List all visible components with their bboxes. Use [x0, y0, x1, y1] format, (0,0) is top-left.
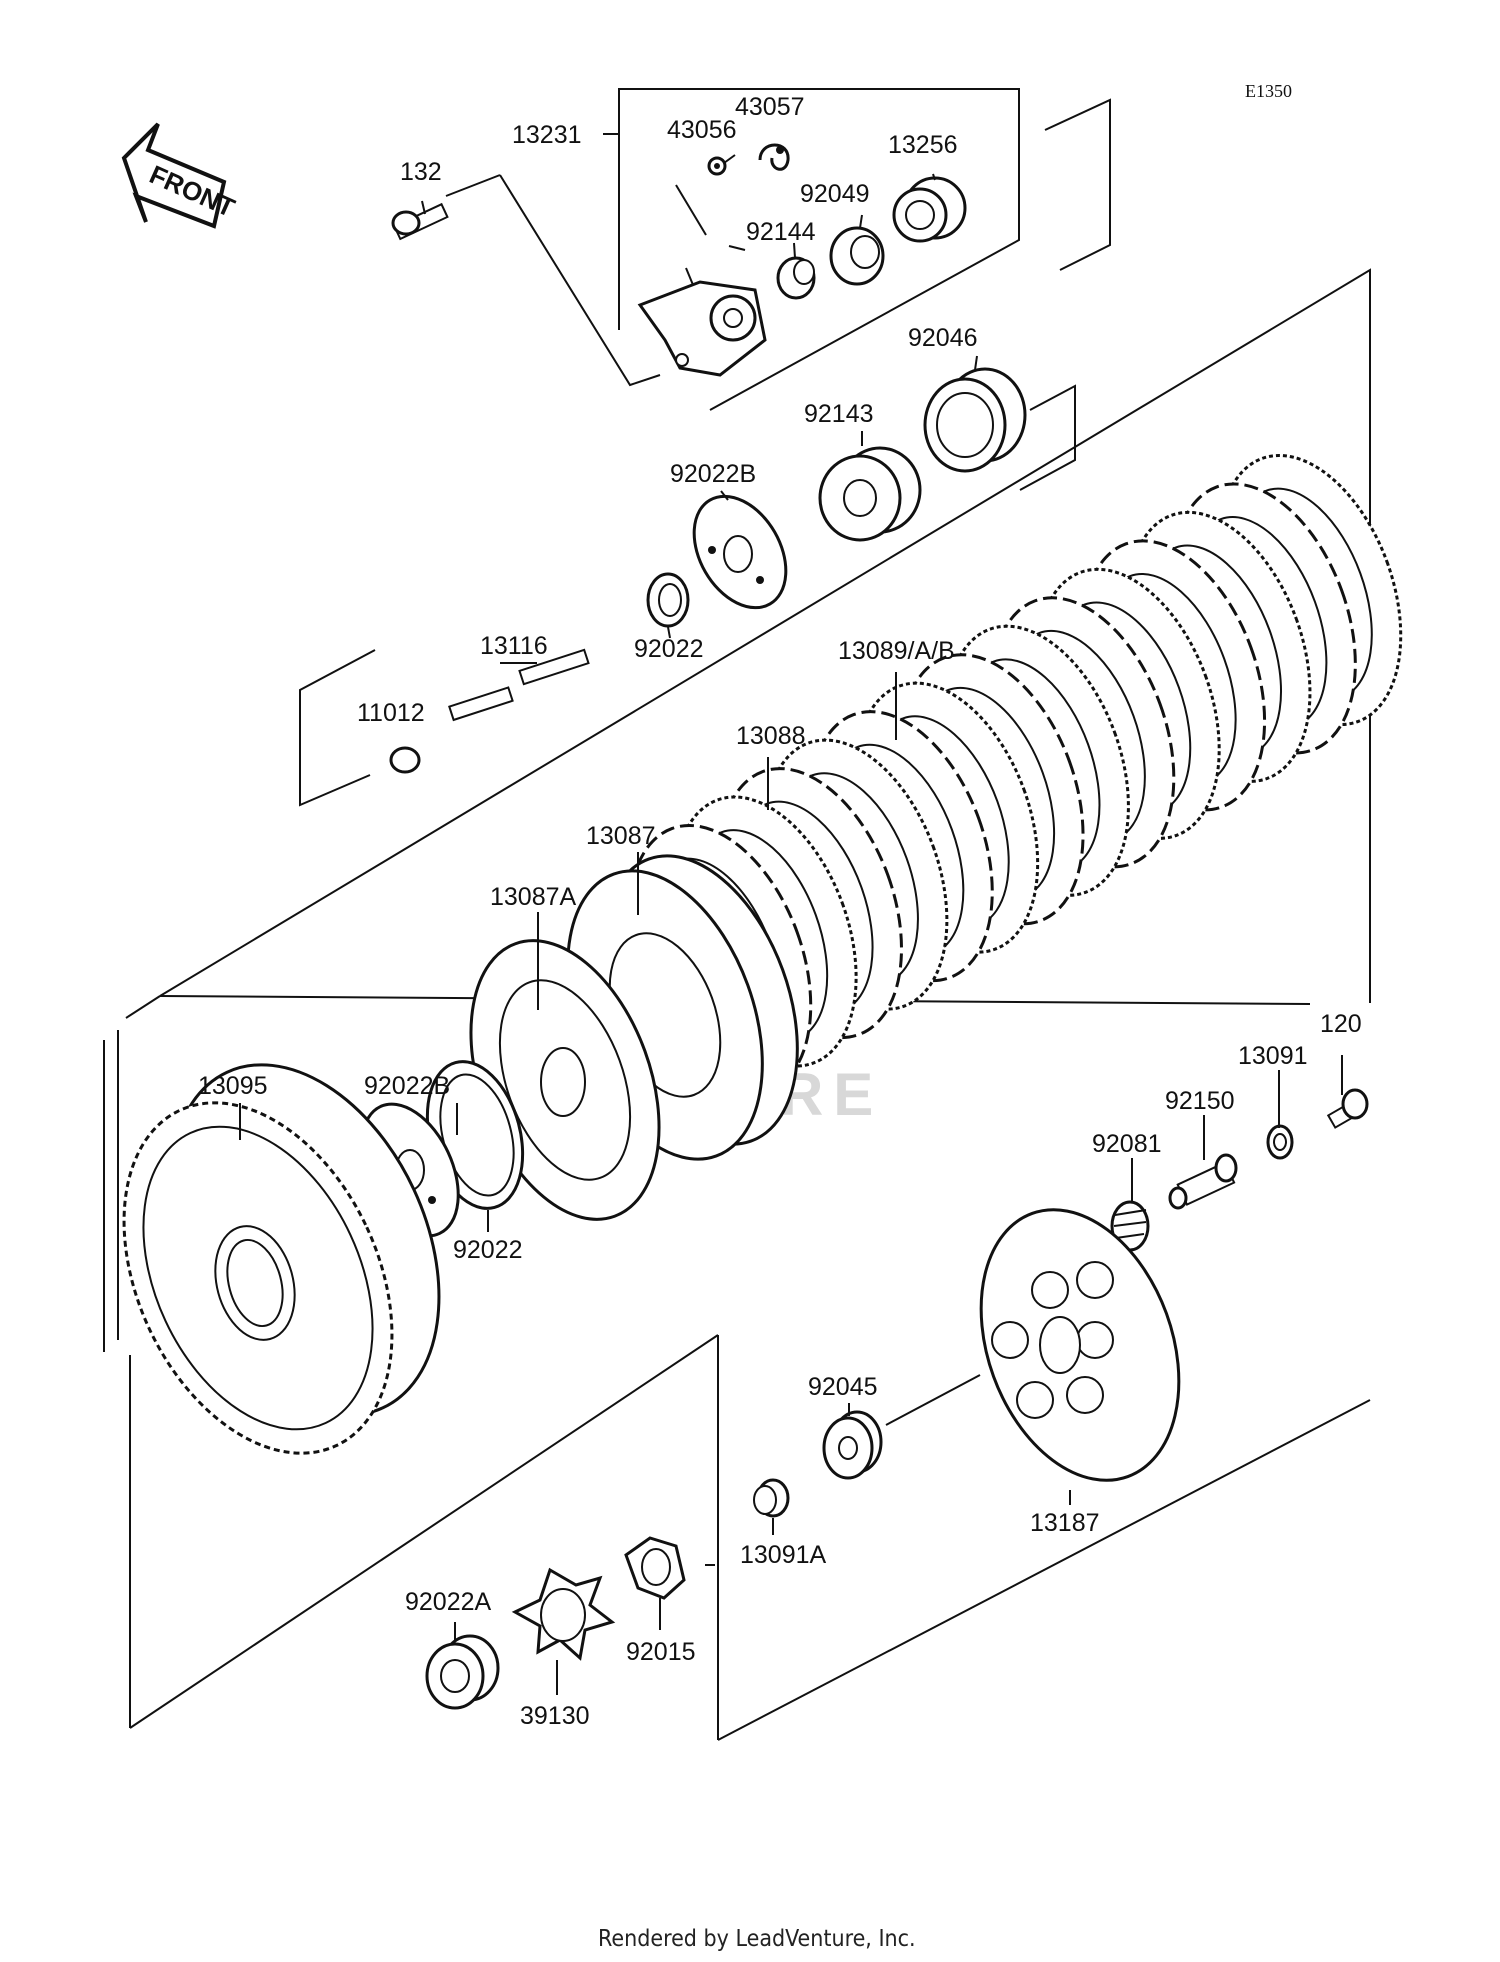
spring-92144-icon: [776, 256, 816, 300]
label-92045: 92045: [808, 1373, 878, 1401]
label-92022A: 92022A: [405, 1588, 492, 1616]
diagram-code: E1350: [1245, 81, 1292, 101]
label-92022-mid: 92022: [453, 1236, 523, 1264]
label-43057: 43057: [735, 93, 805, 121]
label-92143: 92143: [804, 400, 874, 428]
label-43056: 43056: [667, 116, 737, 144]
spacer-92022A-icon: [425, 1634, 500, 1710]
clutch-hub-13087-icon: [566, 854, 799, 1161]
bearing-92045-icon: [822, 1374, 981, 1480]
label-92015: 92015: [626, 1638, 696, 1666]
label-13091A: 13091A: [740, 1541, 827, 1569]
lock-washer-39130-icon: [511, 1567, 616, 1661]
label-13091: 13091: [1238, 1042, 1308, 1070]
screw-43056-icon: [707, 156, 727, 176]
label-120: 120: [1320, 1010, 1362, 1038]
clutch-housing-13095-icon: [122, 1063, 441, 1455]
washer-92022-top-icon: [646, 572, 690, 628]
release-lever-13231-icon: [637, 280, 767, 377]
bushing-13256-icon: [892, 176, 967, 243]
pressure-plate-13187-icon: [979, 1208, 1181, 1482]
label-92022B-top: 92022B: [670, 460, 756, 488]
bearing-bracket: [1019, 384, 1076, 491]
needle-bearing-92046-icon: [923, 367, 1027, 473]
label-132: 132: [400, 158, 442, 186]
label-92049: 92049: [800, 180, 870, 208]
washer-92022B-top-icon: [692, 494, 788, 610]
seal-92049-icon: [829, 226, 885, 286]
clip-43057-icon: [758, 143, 790, 171]
plate-13087A-icon: [469, 939, 661, 1221]
bolt-92150-icon: [1168, 1153, 1238, 1210]
label-13116: 13116: [480, 632, 548, 660]
spring-92081-icon: [1110, 1200, 1150, 1252]
label-13095: 13095: [198, 1072, 268, 1100]
label-92022B-mid: 92022B: [364, 1072, 450, 1100]
label-92022-top: 92022: [634, 635, 704, 663]
label-13088: 13088: [736, 722, 806, 750]
label-13087: 13087: [586, 822, 656, 850]
leader-lines: [239, 173, 1343, 1695]
collar-92143-icon: [818, 446, 922, 542]
label-13087A: 13087A: [490, 883, 577, 911]
clutch-plates-stack: [627, 453, 1403, 1097]
nut-92015-icon: [624, 1536, 686, 1600]
label-11012: 11012: [357, 699, 425, 727]
bolt-132-icon: [391, 202, 449, 241]
front-arrow-icon: FRONT: [121, 122, 239, 229]
label-92081: 92081: [1092, 1130, 1162, 1158]
label-13187: 13187: [1030, 1509, 1100, 1537]
label-92144: 92144: [746, 218, 816, 246]
bolt-120-icon: [1326, 1088, 1369, 1129]
label-39130: 39130: [520, 1702, 590, 1730]
label-92150: 92150: [1165, 1087, 1235, 1115]
cap-13091A-icon: [753, 1478, 790, 1518]
washer-13091-icon: [1266, 1124, 1294, 1160]
label-13256: 13256: [888, 131, 958, 159]
label-13231: 13231: [512, 121, 582, 149]
footer-credit: Rendered by LeadVenture, Inc.: [598, 1926, 916, 1952]
label-13089: 13089/A/B: [838, 637, 955, 665]
label-92046: 92046: [908, 324, 978, 352]
pushrod-group: [299, 648, 590, 807]
